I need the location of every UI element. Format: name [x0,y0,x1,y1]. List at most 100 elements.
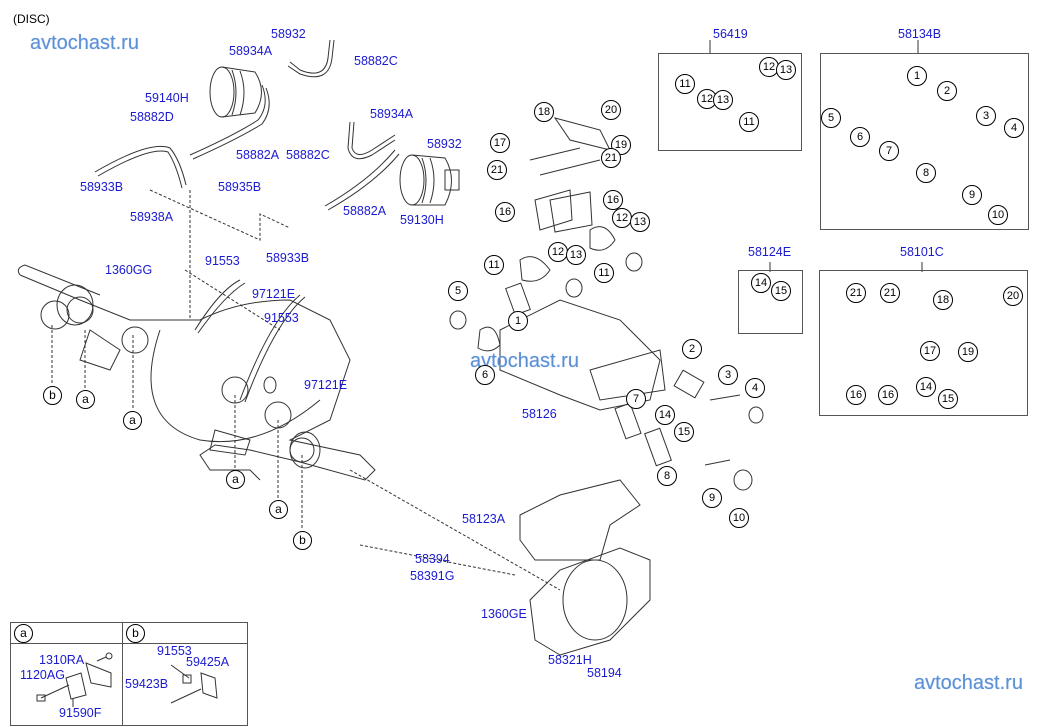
callout-b[interactable]: b [43,386,62,405]
callout-a[interactable]: a [226,470,245,489]
kit-56419-item: 13 [713,90,733,110]
part-label-59425a[interactable]: 59425A [186,655,230,669]
part-label-58932[interactable]: 58932 [427,137,462,151]
part-label-91590f[interactable]: 91590F [59,706,102,720]
callout-12[interactable]: 12 [548,242,568,262]
part-label-58882c[interactable]: 58882C [354,54,398,68]
kit-58101c-item: 16 [878,385,898,405]
part-label-1120ag[interactable]: 1120AG [20,668,65,682]
detail-inset: a b 1310RA 1120AG 91590F 91553 59425A 59… [10,622,248,726]
kit-56419-item: 13 [776,60,796,80]
brake-chamber-59130h [400,155,459,205]
part-label-59423b[interactable]: 59423B [125,677,169,691]
kit-58124e-item: 15 [771,281,791,301]
kit-58101c-item: 20 [1003,286,1023,306]
part-label-58938a[interactable]: 58938A [130,210,174,224]
kit-58134b-item: 2 [937,81,957,101]
part-label-1360ge[interactable]: 1360GE [481,607,527,621]
part-label-58882d[interactable]: 58882D [130,110,174,124]
callout-10[interactable]: 10 [729,508,749,528]
callout-16[interactable]: 16 [603,190,623,210]
part-label-58882a[interactable]: 58882A [343,204,387,218]
variant-label: (DISC) [13,12,50,26]
callout-5[interactable]: 5 [448,281,468,301]
kit-58134b-item: 9 [962,185,982,205]
callout-a[interactable]: a [123,411,142,430]
callout-6[interactable]: 6 [475,365,495,385]
callout-a[interactable]: a [76,390,95,409]
kit-58101c-item: 18 [933,290,953,310]
part-label-58882c[interactable]: 58882C [286,148,330,162]
part-label-58934a[interactable]: 58934A [370,107,414,121]
callout-16[interactable]: 16 [495,202,515,222]
kit-code-58124e[interactable]: 58124E [748,245,792,259]
inset-drawing [11,623,247,725]
callout-4[interactable]: 4 [745,378,765,398]
callout-13[interactable]: 13 [630,212,650,232]
part-label-91553[interactable]: 91553 [157,644,192,658]
part-label-58194[interactable]: 58194 [587,666,622,680]
kit-box-58101c [819,270,1028,416]
callout-1[interactable]: 1 [508,311,528,331]
kit-code-58134b[interactable]: 58134B [898,27,942,41]
callout-12[interactable]: 12 [612,208,632,228]
part-label-97121e[interactable]: 97121E [304,378,348,392]
part-label-91553[interactable]: 91553 [264,311,299,325]
kit-58134b-item: 10 [988,205,1008,225]
callout-7[interactable]: 7 [626,389,646,409]
part-label-1360gg[interactable]: 1360GG [105,263,153,277]
part-label-58882a[interactable]: 58882A [236,148,280,162]
part-label-59140h[interactable]: 59140H [145,91,189,105]
kit-box-58124e [738,270,803,334]
callout-11[interactable]: 11 [594,263,614,283]
kit-58101c-item: 14 [916,377,936,397]
callout-20[interactable]: 20 [601,100,621,120]
part-label-97121e[interactable]: 97121E [252,287,296,301]
part-label-58321h[interactable]: 58321H [548,653,592,667]
inset-divider [122,623,123,725]
inset-callout-b: b [126,624,145,643]
part-label-1310ra[interactable]: 1310RA [39,653,85,667]
callout-11[interactable]: 11 [484,255,504,275]
kit-box-58134b [820,53,1029,230]
callout-3[interactable]: 3 [718,365,738,385]
part-label-59130h[interactable]: 59130H [400,213,444,227]
callout-8[interactable]: 8 [657,466,677,486]
part-label-91553[interactable]: 91553 [205,254,240,268]
callout-17[interactable]: 17 [490,133,510,153]
kit-58101c-item: 15 [938,389,958,409]
watermark: avtochast.ru [30,32,139,54]
kit-code-58101c[interactable]: 58101C [900,245,944,259]
part-label-58932[interactable]: 58932 [271,27,306,41]
callout-14[interactable]: 14 [655,405,675,425]
callout-21[interactable]: 21 [601,148,621,168]
callout-21[interactable]: 21 [487,160,507,180]
part-label-58391g[interactable]: 58391G [410,569,455,583]
part-label-58123a[interactable]: 58123A [462,512,506,526]
callout-a[interactable]: a [269,500,288,519]
part-label-58935b[interactable]: 58935B [218,180,262,194]
callout-2[interactable]: 2 [682,339,702,359]
part-label-58933b[interactable]: 58933B [266,251,310,265]
callout-13[interactable]: 13 [566,245,586,265]
kit-code-56419[interactable]: 56419 [713,27,748,41]
callout-b[interactable]: b [293,531,312,550]
kit-58134b-item: 7 [879,141,899,161]
callout-9[interactable]: 9 [702,488,722,508]
part-label-58126[interactable]: 58126 [522,407,557,421]
part-label-58934a[interactable]: 58934A [229,44,273,58]
part-label-58933b[interactable]: 58933B [80,180,124,194]
kit-58101c-item: 16 [846,385,866,405]
brake-chamber-59140h [210,67,262,117]
kit-58134b-item: 8 [916,163,936,183]
kit-58134b-item: 1 [907,66,927,86]
callout-15[interactable]: 15 [674,422,694,442]
part-label-58394[interactable]: 58394 [415,552,450,566]
callout-18[interactable]: 18 [534,102,554,122]
brake-hose-group [95,40,399,210]
caliper-parts [450,118,763,655]
inset-callout-a: a [14,624,33,643]
kit-58134b-item: 3 [976,106,996,126]
kit-58101c-item: 19 [958,342,978,362]
